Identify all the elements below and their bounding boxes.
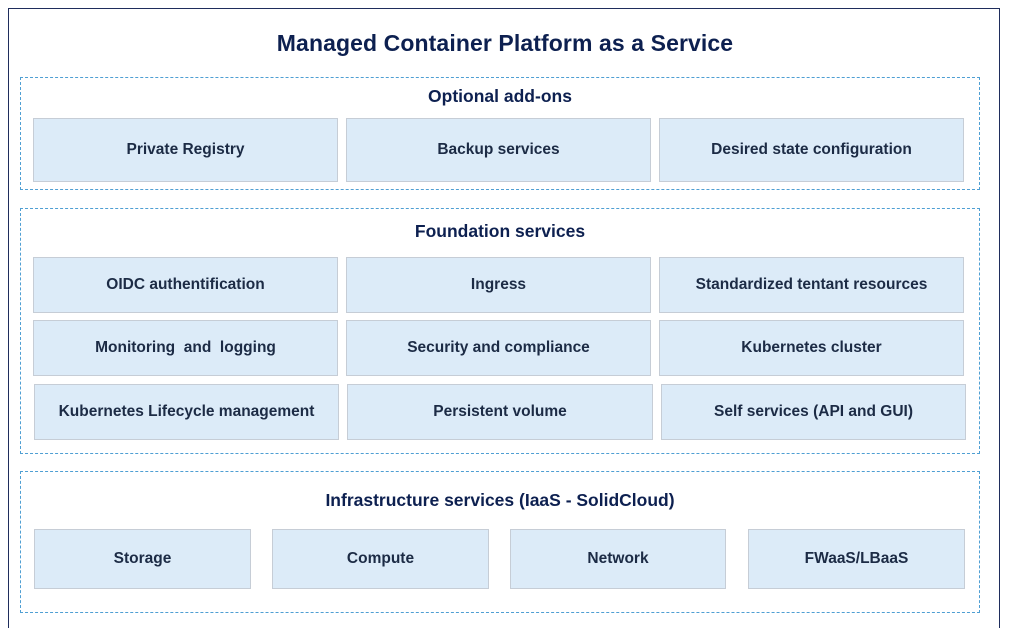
addon-desired-state-configuration: Desired state configuration <box>659 118 964 182</box>
foundation-persistent-volume: Persistent volume <box>347 384 653 440</box>
foundation-security-compliance: Security and compliance <box>346 320 651 376</box>
foundation-services-section: Foundation services <box>20 208 980 454</box>
section-title-foundation-services: Foundation services <box>414 221 586 241</box>
foundation-kubernetes-lifecycle-management: Kubernetes Lifecycle management <box>34 384 339 440</box>
infra-network: Network <box>510 529 726 589</box>
foundation-ingress: Ingress <box>346 257 651 313</box>
infra-compute: Compute <box>272 529 489 589</box>
foundation-kubernetes-cluster: Kubernetes cluster <box>659 320 964 376</box>
infra-storage: Storage <box>34 529 251 589</box>
optional-addons-section: Optional add-ons <box>20 77 980 190</box>
infrastructure-services-section: Infrastructure services (IaaS - SolidClo… <box>20 471 980 613</box>
foundation-standardized-tenant-resources: Standardized tentant resources <box>659 257 964 313</box>
section-title-infrastructure-services: Infrastructure services (IaaS - SolidClo… <box>325 490 675 510</box>
infra-fwaas-lbaas: FWaaS/LBaaS <box>748 529 965 589</box>
diagram-frame <box>8 8 1000 628</box>
addon-backup-services: Backup services <box>346 118 651 182</box>
foundation-self-services: Self services (API and GUI) <box>661 384 966 440</box>
foundation-monitoring-logging: Monitoring and logging <box>33 320 338 376</box>
diagram-title: Managed Container Platform as a Service <box>276 30 734 56</box>
addon-private-registry: Private Registry <box>33 118 338 182</box>
section-title-optional-addons: Optional add-ons <box>428 86 572 106</box>
foundation-oidc-authentification: OIDC authentification <box>33 257 338 313</box>
